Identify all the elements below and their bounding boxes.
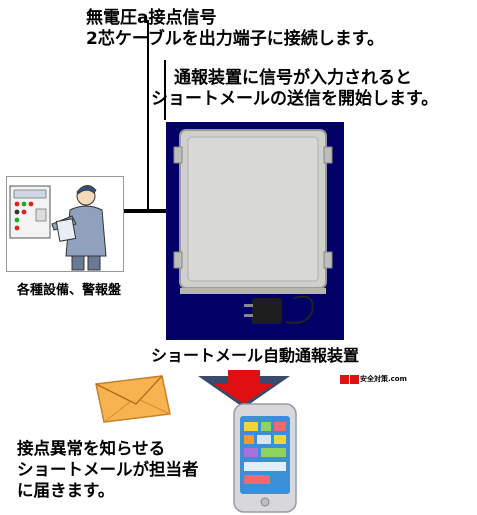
- mail-envelope-icon: [95, 375, 171, 423]
- worker-at-control-panel-icon: [6, 176, 124, 272]
- result-line1: 接点異常を知らせる: [17, 439, 166, 458]
- output-note-line2: 2芯ケーブルを出力端子に接続します。: [86, 29, 385, 49]
- input-note-line2: ショートメールの送信を開始します。: [151, 89, 439, 109]
- logo-text: 安全対策.com: [360, 375, 407, 383]
- equipment-label: 各種設備、警報盤: [17, 283, 122, 298]
- notification-device-box-icon: [166, 122, 344, 340]
- output-note-line1: 無電圧a接点信号: [86, 8, 217, 28]
- device-label: ショートメール自動通報装置: [151, 346, 360, 365]
- smartphone-icon: [233, 403, 297, 513]
- down-arrow-icon: [198, 370, 290, 408]
- result-line2: ショートメールが担当者: [17, 460, 199, 479]
- input-note-line1: 通報装置に信号が入力されると: [174, 68, 412, 88]
- site-logo: 安全対策.com: [340, 374, 407, 384]
- ac-adapter-icon: [244, 295, 314, 324]
- result-line3: に届きます。: [17, 481, 115, 500]
